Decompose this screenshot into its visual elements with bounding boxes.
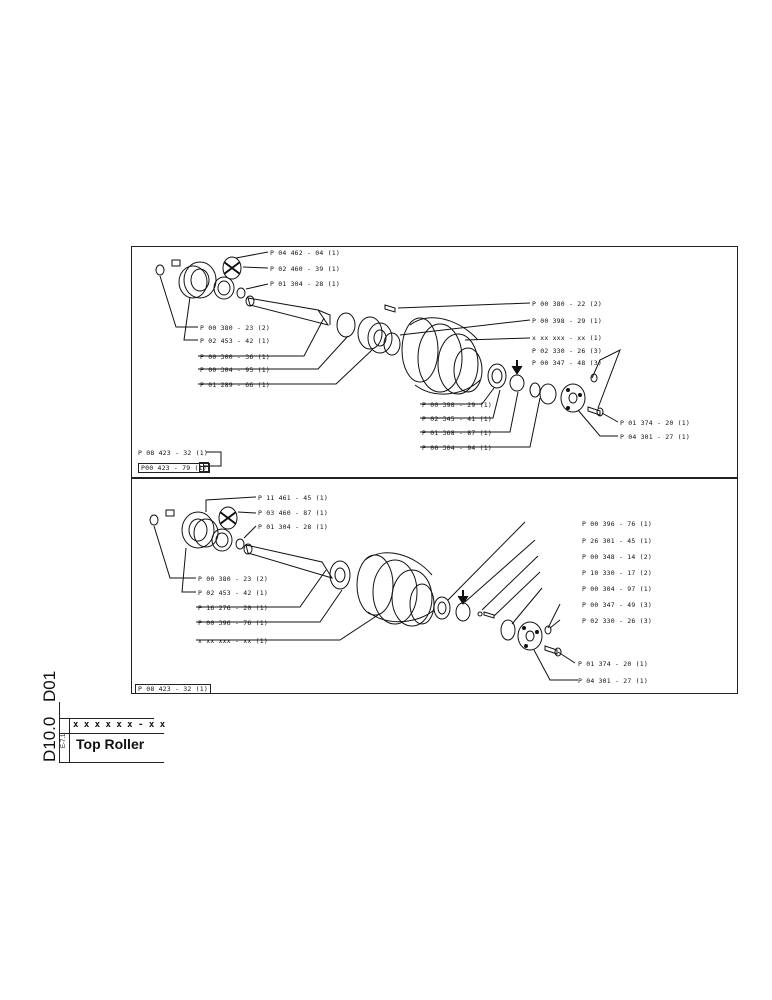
lower-parts-drawing [149, 496, 578, 681]
title-rule-top [59, 718, 154, 719]
upper-label-1: P 02 460 - 39 (1) [270, 265, 340, 273]
lower-label-0: P 11 461 - 45 (1) [258, 494, 328, 502]
title-rule-middle [59, 733, 164, 734]
upper-label-5: P 00 300 - 36 (1) [200, 353, 270, 361]
vertical-code-2: D10.0 [40, 716, 59, 762]
lower-label-11: P 10 330 - 17 (2) [582, 569, 652, 577]
vertical-code-1: D01 [40, 670, 59, 702]
upper-label-7: P 01 289 - 66 (1) [200, 381, 270, 389]
upper-label-11: P 02 330 - 26 (3) [532, 347, 602, 355]
lower-label-16: P 04 301 - 27 (1) [578, 677, 648, 685]
page-title: Top Roller [76, 736, 145, 752]
lower-label-10: P 00 348 - 14 (2) [582, 553, 652, 561]
lower-label-3: P 00 380 - 23 (2) [198, 575, 268, 583]
lower-label-14: P 02 330 - 26 (3) [582, 617, 652, 625]
upper-label-16: P 00 304 - 94 (1) [422, 444, 492, 452]
lower-label-12: P 00 304 - 97 (1) [582, 585, 652, 593]
upper-label-18: P 04 301 - 27 (1) [620, 433, 690, 441]
upper-assembly-frame [131, 246, 738, 478]
upper-label-2: P 01 304 - 28 (1) [270, 280, 340, 288]
lower-label-4: P 02 453 - 42 (1) [198, 589, 268, 597]
title-rule-bottom [59, 762, 164, 763]
lower-kit-label: P 08 423 - 32 (1) [135, 684, 211, 694]
upper-label-8: P 00 380 - 22 (2) [532, 300, 602, 308]
upper-label-4: P 02 453 - 42 (1) [200, 337, 270, 345]
lower-label-7: x xx xxx - xx (1) [198, 637, 268, 645]
upper-label-17: P 01 374 - 20 (1) [620, 419, 690, 427]
small-code: E-7.1 [61, 733, 67, 748]
lower-assembly-frame [131, 478, 738, 694]
lower-label-5: P 16 276 - 20 (1) [198, 604, 268, 612]
upper-label-0: P 04 462 - 04 (1) [270, 249, 340, 257]
title-divider-vertical-2 [69, 718, 70, 762]
lower-label-6: P 00 396 - 76 (1) [198, 619, 268, 627]
upper-parts-drawing [155, 251, 621, 467]
lower-label-13: P 00 347 - 49 (3) [582, 601, 652, 609]
upper-label-14: P 02 345 - 41 (1) [422, 415, 492, 423]
upper-label-6: P 00 304 - 95 (1) [200, 366, 270, 374]
upper-kit-label-2: P00 423 - 79 (1) [138, 463, 210, 473]
upper-label-12: P 00 347 - 48 (3) [532, 359, 602, 367]
lower-label-1: P 03 460 - 87 (1) [258, 509, 328, 517]
lower-label-15: P 01 374 - 20 (1) [578, 660, 648, 668]
lower-label-2: P 01 304 - 28 (1) [258, 523, 328, 531]
lower-label-9: P 26 301 - 45 (1) [582, 537, 652, 545]
upper-label-10: x xx xxx - xx (1) [532, 334, 602, 342]
upper-label-13: P 00 398 - 29 (1) [422, 401, 492, 409]
upper-label-15: P 01 368 - 87 (1) [422, 429, 492, 437]
title-divider-vertical [59, 702, 60, 762]
upper-label-3: P 00 380 - 23 (2) [200, 324, 270, 332]
lower-label-8: P 00 396 - 76 (1) [582, 520, 652, 528]
upper-label-9: P 00 398 - 29 (1) [532, 317, 602, 325]
grid-box-icon [199, 462, 209, 472]
upper-kit-label-1: P 08 423 - 32 (1) [138, 449, 208, 457]
part-code: x x x x x x - x x [73, 720, 166, 730]
